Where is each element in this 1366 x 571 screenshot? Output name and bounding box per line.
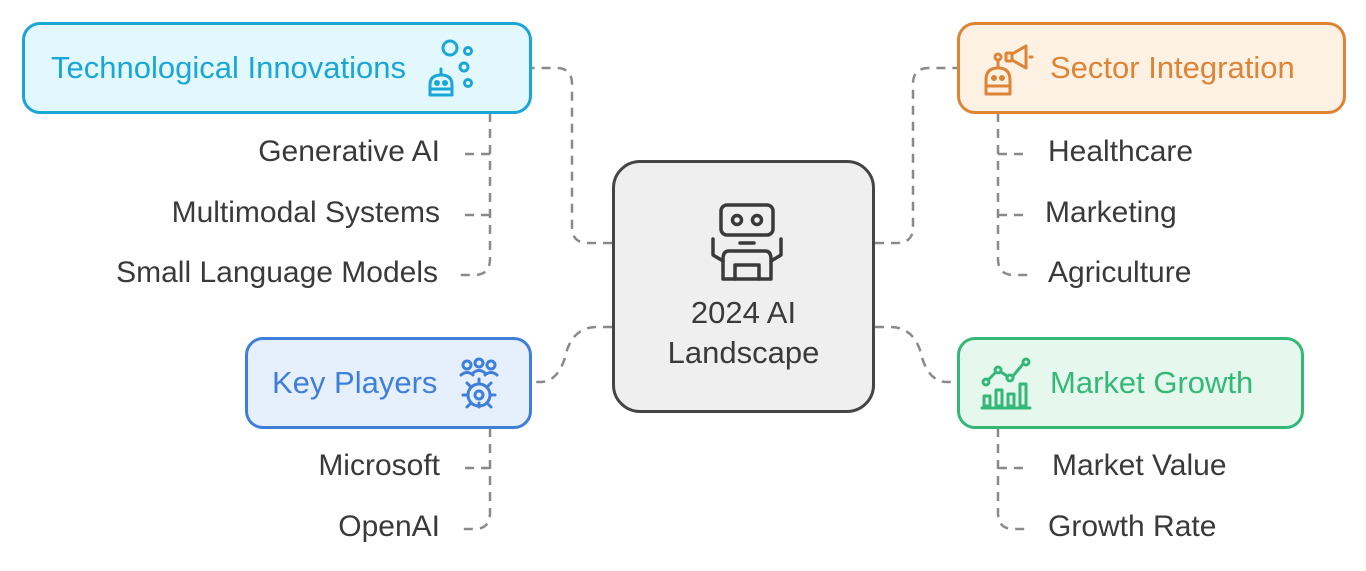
- connector-center-tech: [532, 66, 612, 245]
- growth-item-market-value: Market Value: [1052, 449, 1227, 482]
- players-item-openai: OpenAI: [338, 510, 440, 543]
- bubbles-robot-icon: [428, 39, 474, 97]
- connector-players-trunk: [459, 428, 492, 531]
- connector-sector-trunk: [996, 113, 1029, 277]
- connector-center-players: [532, 325, 612, 384]
- sector-item-healthcare: Healthcare: [1048, 135, 1194, 168]
- branch-technological-innovations: Technological Innovations: [22, 22, 532, 114]
- growth-chart-icon: [980, 357, 1032, 410]
- tech-item-generative-ai: Generative AI: [258, 135, 440, 168]
- growth-item-growth-rate: Growth Rate: [1048, 510, 1217, 543]
- branch-title-players: Key Players: [272, 365, 438, 400]
- center-title-line1: 2024 AI: [690, 295, 797, 330]
- branch-sector-integration: Sector Integration: [957, 22, 1346, 114]
- tech-item-multimodal-systems: Multimodal Systems: [171, 196, 440, 229]
- players-item-microsoft: Microsoft: [318, 449, 440, 482]
- connector-growth-trunk: [996, 428, 1029, 531]
- branch-key-players: Key Players: [245, 337, 532, 429]
- sector-item-marketing: Marketing: [1045, 196, 1177, 229]
- branch-title-sector: Sector Integration: [1050, 50, 1295, 85]
- branch-market-growth: Market Growth: [957, 337, 1304, 429]
- center-title-line2: Landscape: [667, 335, 820, 370]
- connector-center-sector: [875, 66, 957, 245]
- robot-megaphone-icon: [984, 44, 1034, 96]
- branch-title-growth: Market Growth: [1050, 365, 1254, 400]
- robot-icon: [711, 203, 783, 281]
- team-gear-icon: [459, 357, 499, 409]
- connector-tech-trunk: [459, 113, 492, 277]
- tech-item-small-language-models: Small Language Models: [116, 256, 438, 289]
- connector-center-growth: [875, 325, 957, 384]
- center-node: 2024 AI Landscape: [612, 160, 875, 413]
- sector-item-agriculture: Agriculture: [1048, 256, 1192, 289]
- branch-title-tech: Technological Innovations: [51, 50, 407, 85]
